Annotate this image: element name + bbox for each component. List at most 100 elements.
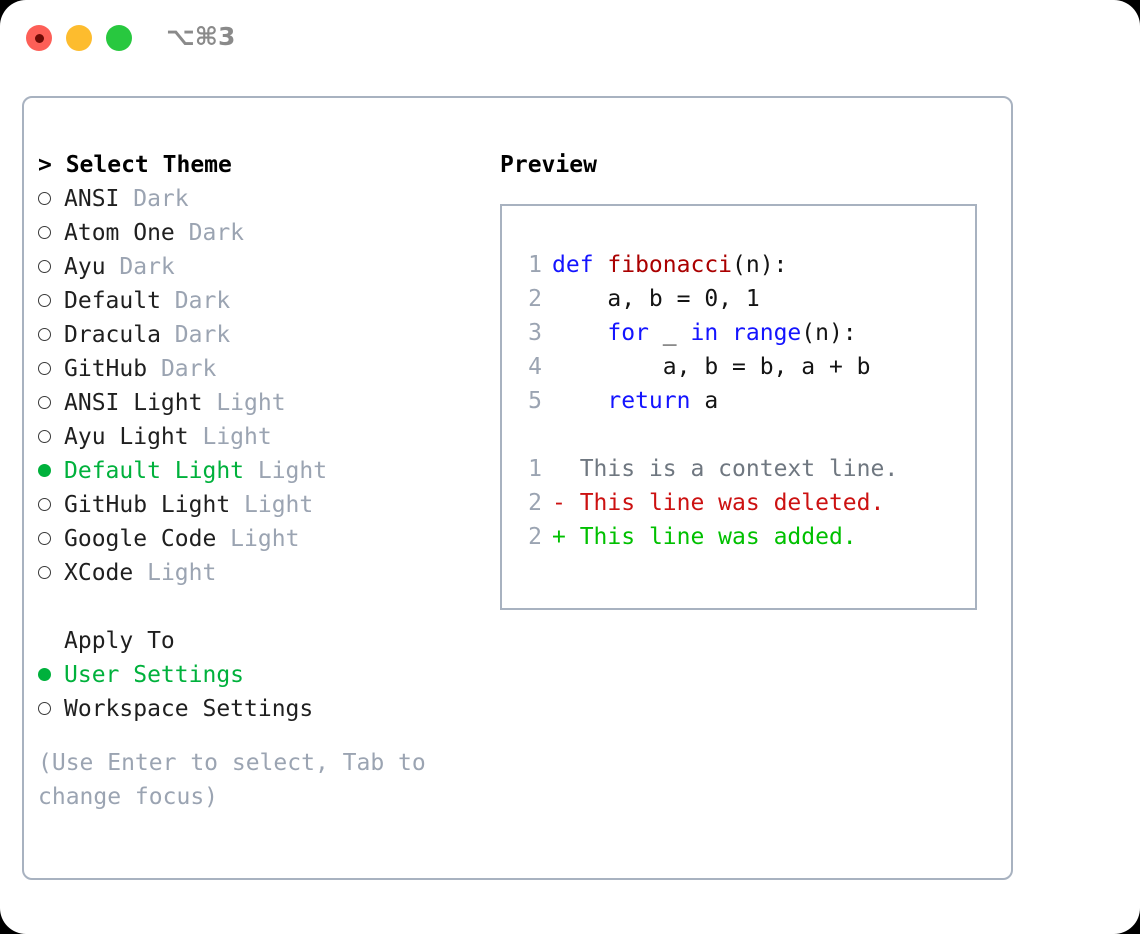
code-token: a, b = b, a + b bbox=[552, 354, 871, 380]
apply-to-heading: Apply To bbox=[38, 624, 468, 658]
theme-item-label: ANSI bbox=[64, 186, 120, 212]
diff-text: This is a context line. bbox=[565, 456, 899, 482]
theme-item-label: Atom One bbox=[64, 220, 175, 246]
diff-text: This line was added. bbox=[565, 524, 857, 550]
radio-marker bbox=[38, 216, 64, 250]
radio-unselected-icon bbox=[38, 328, 51, 341]
apply-to-heading-label: Apply To bbox=[64, 628, 175, 654]
radio-marker bbox=[38, 658, 64, 692]
theme-item-label: XCode bbox=[64, 560, 134, 586]
theme-item[interactable]: Default Light Light bbox=[38, 454, 468, 488]
diff-sign: + bbox=[552, 524, 566, 550]
theme-variant-tag: Dark bbox=[174, 220, 245, 246]
select-theme-heading: > Select Theme bbox=[38, 152, 232, 178]
close-button[interactable] bbox=[26, 25, 52, 51]
theme-item-label: Ayu bbox=[64, 254, 106, 280]
theme-item[interactable]: Dracula Dark bbox=[38, 318, 468, 352]
theme-item[interactable]: Ayu Light Light bbox=[38, 420, 468, 454]
line-number: 1 bbox=[528, 252, 542, 278]
theme-item-label: Dracula bbox=[64, 322, 161, 348]
list-spacer bbox=[38, 590, 468, 624]
theme-variant-tag: Light bbox=[133, 560, 217, 586]
code-token bbox=[552, 388, 607, 414]
apply-item[interactable]: User Settings bbox=[38, 658, 468, 692]
theme-variant-tag: Light bbox=[188, 424, 272, 450]
line-number: 2 bbox=[528, 524, 542, 550]
theme-item[interactable]: XCode Light bbox=[38, 556, 468, 590]
theme-variant-tag: Dark bbox=[160, 322, 231, 348]
radio-selected-icon bbox=[38, 464, 51, 477]
theme-item-label: Google Code bbox=[64, 526, 217, 552]
theme-item[interactable]: GitHub Dark bbox=[38, 352, 468, 386]
theme-item[interactable]: ANSI Dark bbox=[38, 182, 468, 216]
code-token: def bbox=[552, 252, 608, 278]
radio-unselected-icon bbox=[38, 566, 51, 579]
radio-marker bbox=[38, 250, 64, 284]
theme-item-label: Ayu Light bbox=[64, 424, 189, 450]
theme-item[interactable]: Atom One Dark bbox=[38, 216, 468, 250]
code-token: a, b = 0, 1 bbox=[552, 286, 760, 312]
line-number: 2 bbox=[528, 286, 542, 312]
line-number: 2 bbox=[528, 490, 542, 516]
theme-item[interactable]: ANSI Light Light bbox=[38, 386, 468, 420]
theme-variant-tag: Light bbox=[216, 526, 300, 552]
radio-unselected-icon bbox=[38, 532, 51, 545]
code-line: 5 return a bbox=[518, 384, 898, 418]
code-line: 2 a, b = 0, 1 bbox=[518, 282, 898, 316]
diff-text: This line was deleted. bbox=[565, 490, 885, 516]
code-token: return bbox=[607, 388, 691, 414]
theme-item[interactable]: Ayu Dark bbox=[38, 250, 468, 284]
radio-marker bbox=[38, 454, 64, 488]
preview-title: Preview bbox=[500, 152, 597, 178]
theme-variant-tag: Dark bbox=[105, 254, 175, 280]
radio-marker bbox=[38, 284, 64, 318]
theme-item[interactable]: Default Dark bbox=[38, 284, 468, 318]
theme-item-label: GitHub bbox=[64, 356, 148, 382]
minimize-button[interactable] bbox=[66, 25, 92, 51]
radio-marker bbox=[38, 556, 64, 590]
line-number: 3 bbox=[528, 320, 542, 346]
theme-variant-tag: Dark bbox=[160, 288, 231, 314]
radio-unselected-icon bbox=[38, 702, 51, 715]
theme-item-label: GitHub Light bbox=[64, 492, 231, 518]
theme-variant-tag: Dark bbox=[119, 186, 189, 212]
keyboard-shortcut-label: ⌥⌘3 bbox=[166, 22, 236, 51]
radio-marker bbox=[38, 318, 64, 352]
diff-line: 1 This is a context line. bbox=[518, 452, 898, 486]
radio-unselected-icon bbox=[38, 192, 51, 205]
traffic-light-group bbox=[26, 25, 132, 51]
line-number: 5 bbox=[528, 388, 542, 414]
maximize-button[interactable] bbox=[106, 25, 132, 51]
theme-variant-tag: Dark bbox=[147, 356, 217, 382]
code-blank-line bbox=[518, 418, 898, 452]
theme-variant-tag: Light bbox=[230, 492, 314, 518]
theme-item-label: Default Light bbox=[64, 458, 245, 484]
apply-item[interactable]: Workspace Settings bbox=[38, 692, 468, 726]
radio-marker bbox=[38, 420, 64, 454]
theme-item[interactable]: Google Code Light bbox=[38, 522, 468, 556]
radio-unselected-icon bbox=[38, 226, 51, 239]
theme-item-label: Default bbox=[64, 288, 161, 314]
apply-item-label: User Settings bbox=[64, 662, 245, 688]
code-token: (n): bbox=[801, 320, 857, 346]
radio-marker bbox=[38, 182, 64, 216]
code-token: fibonacci bbox=[607, 252, 733, 278]
theme-item-label: ANSI Light bbox=[64, 390, 203, 416]
apply-item-label: Workspace Settings bbox=[64, 696, 314, 722]
code-token bbox=[552, 320, 607, 346]
radio-selected-icon bbox=[38, 668, 51, 681]
code-line: 3 for _ in range(n): bbox=[518, 316, 898, 350]
theme-item[interactable]: GitHub Light Light bbox=[38, 488, 468, 522]
code-token: _ bbox=[648, 320, 691, 346]
radio-unselected-icon bbox=[38, 294, 51, 307]
radio-marker bbox=[38, 522, 64, 556]
diff-sign: - bbox=[552, 490, 566, 516]
